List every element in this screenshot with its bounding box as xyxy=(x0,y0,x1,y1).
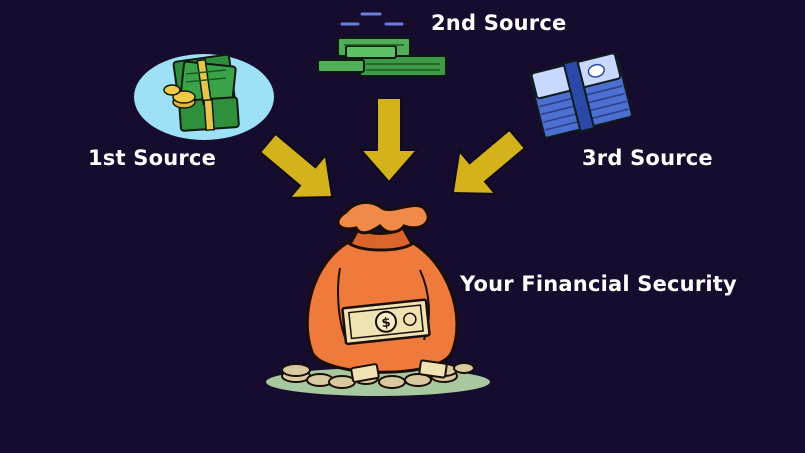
blue-banknote-bundle-icon xyxy=(528,52,633,139)
arrow-left-to-center xyxy=(258,132,334,199)
arrow-top-to-center xyxy=(358,97,420,184)
money-bag-icon: $ xyxy=(266,201,490,396)
source-1-label: 1st Source xyxy=(88,146,217,170)
svg-text:$: $ xyxy=(381,315,392,331)
source-3-label: 3rd Source xyxy=(582,146,713,170)
source-2-label: 2nd Source xyxy=(431,11,567,35)
cash-and-coins-icon xyxy=(134,53,274,140)
arrow-right-to-center xyxy=(451,128,527,195)
banknote-stacks-icon xyxy=(317,12,447,77)
financial-security-label: Your Financial Security xyxy=(460,272,737,296)
